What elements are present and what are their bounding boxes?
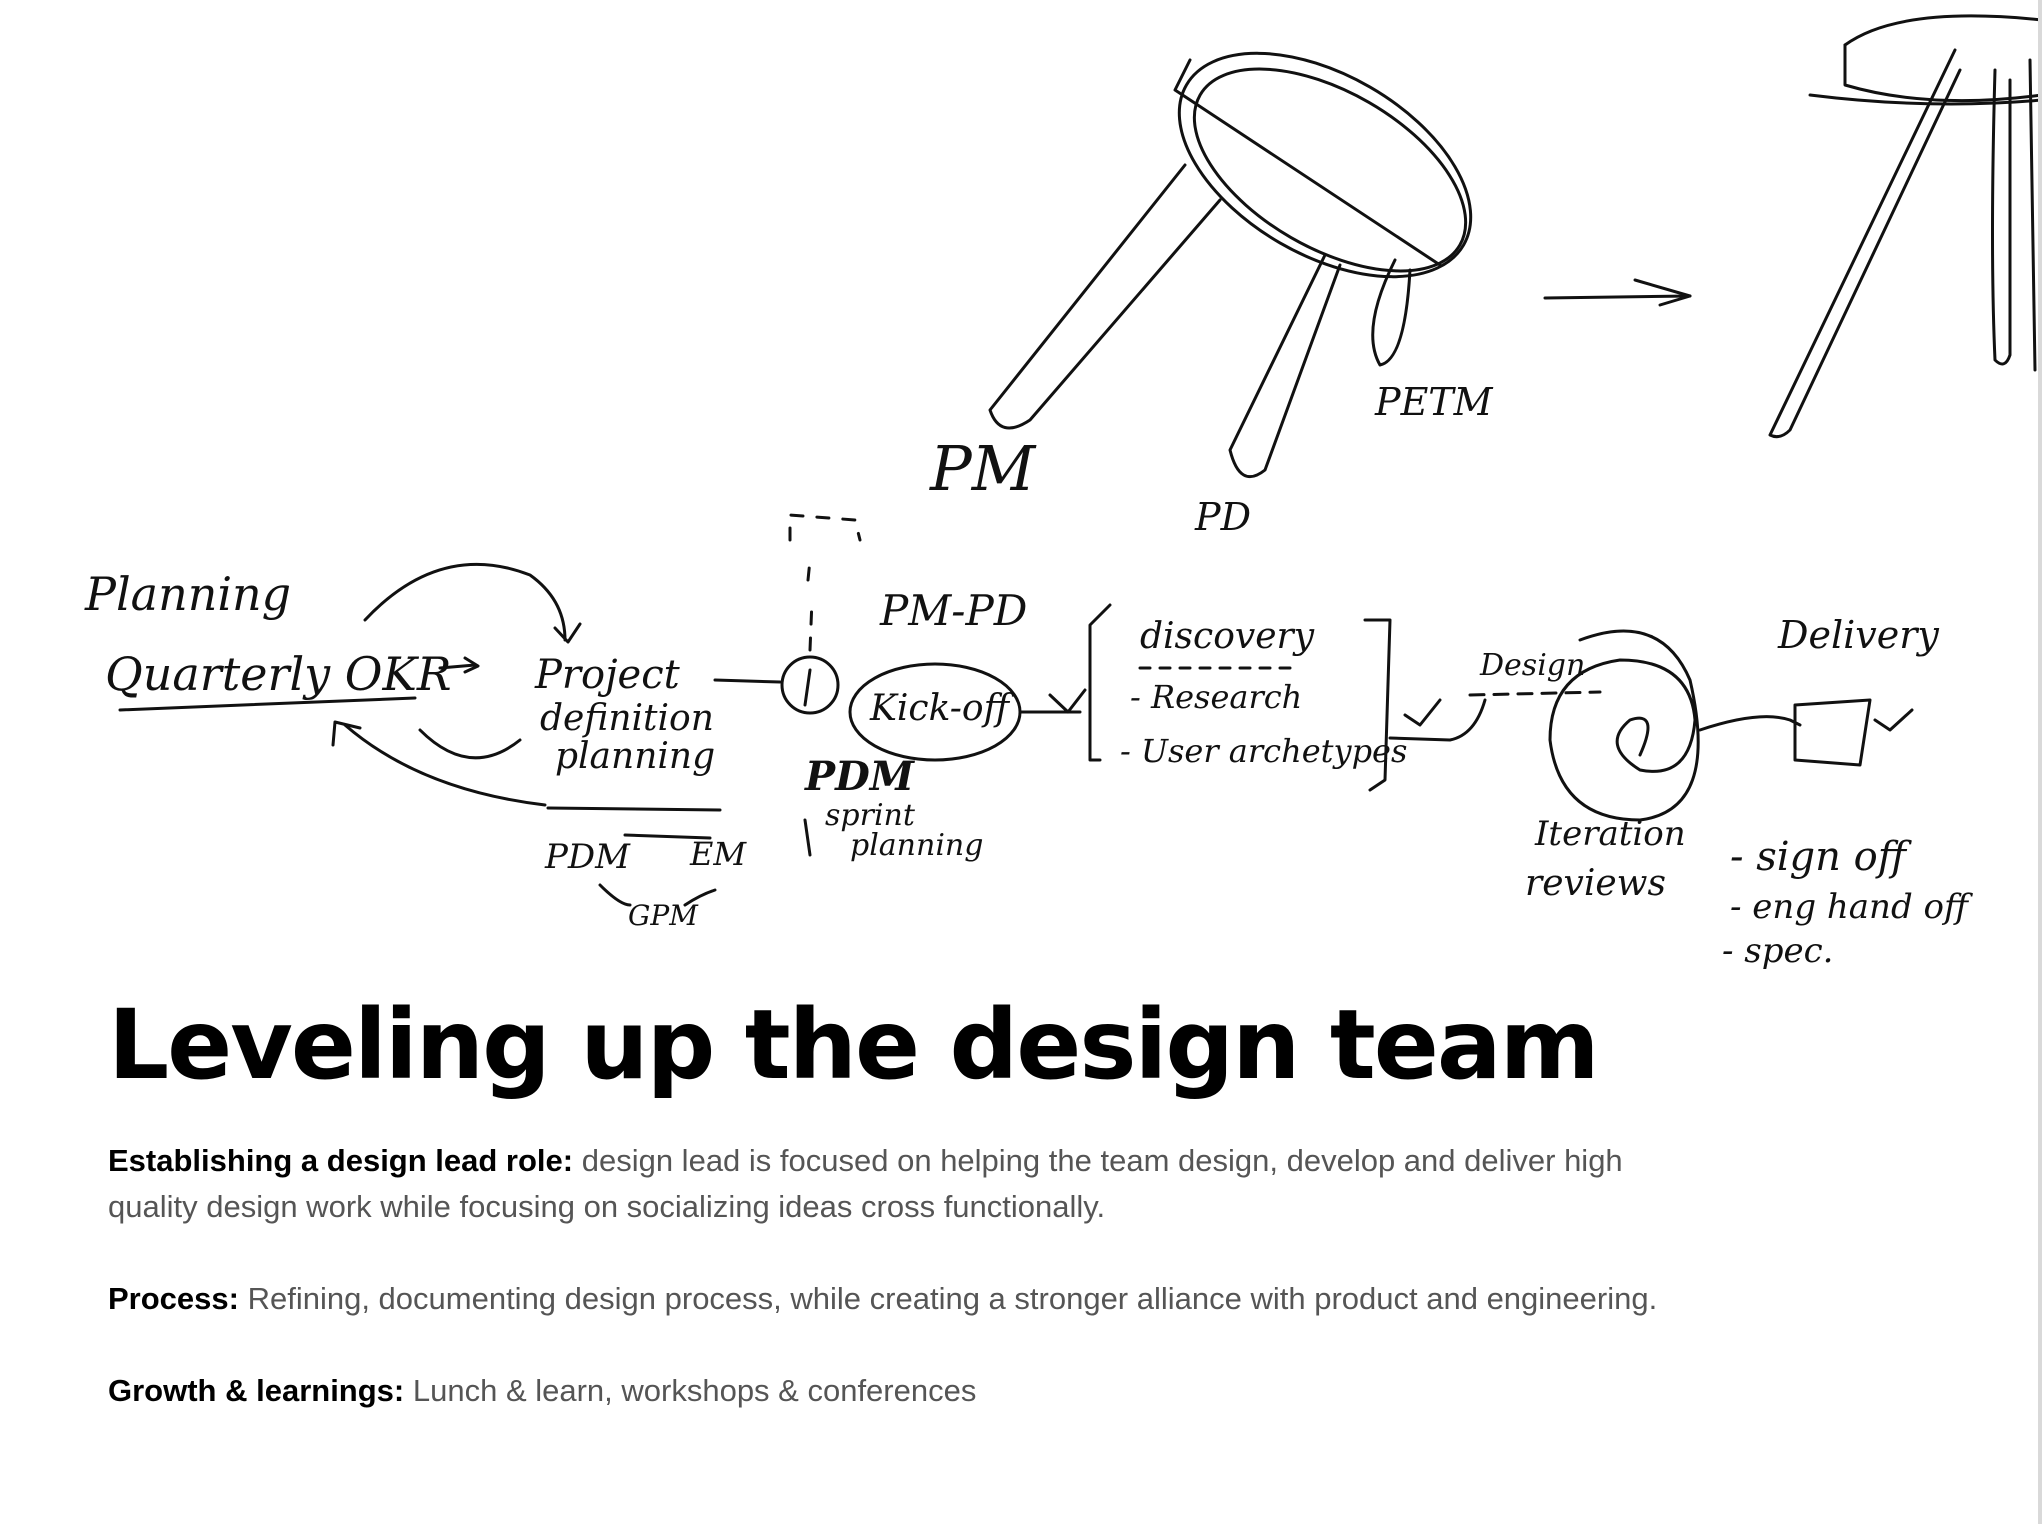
paragraph-growth: Growth & learnings: Lunch & learn, works… <box>108 1368 1708 1414</box>
label-eng-handoff: - eng hand off <box>1730 887 1973 927</box>
arrow-okr-project <box>438 663 477 670</box>
kickoff-node <box>780 655 840 715</box>
paragraph-lead: Establishing a design lead role: <box>108 1143 574 1178</box>
label-sprint-1: sprint <box>825 798 916 833</box>
paragraph-text: Lunch & learn, workshops & conferences <box>404 1373 977 1408</box>
main-content: Leveling up the design team Establishing… <box>108 990 1808 1460</box>
paragraph-text: Refining, documenting design process, wh… <box>238 1281 1658 1316</box>
line-pdm-em <box>546 806 722 812</box>
label-delivery: Delivery <box>1777 613 1939 657</box>
label-pdm-sprint: PDM <box>804 753 916 800</box>
arrow-stool <box>1543 294 1692 300</box>
stool-label-pd: PD <box>1194 495 1251 539</box>
label-design: Design <box>1479 648 1585 683</box>
label-pm-pd: PM-PD <box>879 586 1027 635</box>
label-iteration: Iteration <box>1534 814 1686 854</box>
label-reviews: reviews <box>1525 863 1666 904</box>
label-planning: Planning <box>84 567 291 621</box>
page-title: Leveling up the design team <box>108 989 1600 1101</box>
okr-underline <box>118 696 417 712</box>
label-kickoff: Kick-off <box>869 688 1015 729</box>
sketch-drawing: PM PD PETM Planning Quarterly OKR Projec… <box>84 14 2042 971</box>
discovery-bracket-right <box>1363 618 1392 792</box>
loop-arrow-back <box>343 723 547 807</box>
loop-arrow-inner <box>418 728 522 760</box>
label-project-2: definition <box>540 698 714 739</box>
loop-arrow-top <box>363 562 567 642</box>
label-em: EM <box>689 835 747 873</box>
stool-sketch-left <box>988 51 1473 479</box>
paragraph-design-lead: Establishing a design lead role: design … <box>108 1138 1708 1230</box>
label-research: - Research <box>1130 678 1302 716</box>
paragraph-text: design lead is focused on helping the te… <box>108 1143 1623 1224</box>
paragraph-lead: Growth & learnings: <box>108 1373 405 1408</box>
label-user-archetypes: - User archetypes <box>1120 732 1407 770</box>
label-spec: - spec. <box>1722 931 1833 971</box>
label-sign-off: - sign off <box>1730 834 1913 880</box>
stool-label-pm: PM <box>929 432 1037 505</box>
arrowhead-stool <box>1633 278 1692 307</box>
label-pdm: PDM <box>544 837 631 877</box>
label-sprint-2: planning <box>850 828 983 863</box>
label-discovery: discovery <box>1140 616 1315 657</box>
paragraph-process: Process: Refining, documenting design pr… <box>108 1276 1708 1322</box>
paragraph-lead: Process: <box>108 1281 239 1316</box>
page-edge <box>2038 0 2042 1524</box>
stool-label-petm: PETM <box>1374 380 1494 424</box>
process-sketch: PM PD PETM Planning Quarterly OKR Projec… <box>84 14 2042 971</box>
discovery-bracket-left <box>1088 603 1112 762</box>
delivery-box <box>1793 698 1872 767</box>
label-project-1: Project <box>534 652 681 698</box>
label-project-3: planning <box>555 736 715 777</box>
label-gpm: GPM <box>628 899 699 932</box>
iteration-spiral <box>1548 629 1700 822</box>
stool-sketch-right <box>1768 14 2042 439</box>
label-quarterly-okr: Quarterly OKR <box>105 647 451 701</box>
